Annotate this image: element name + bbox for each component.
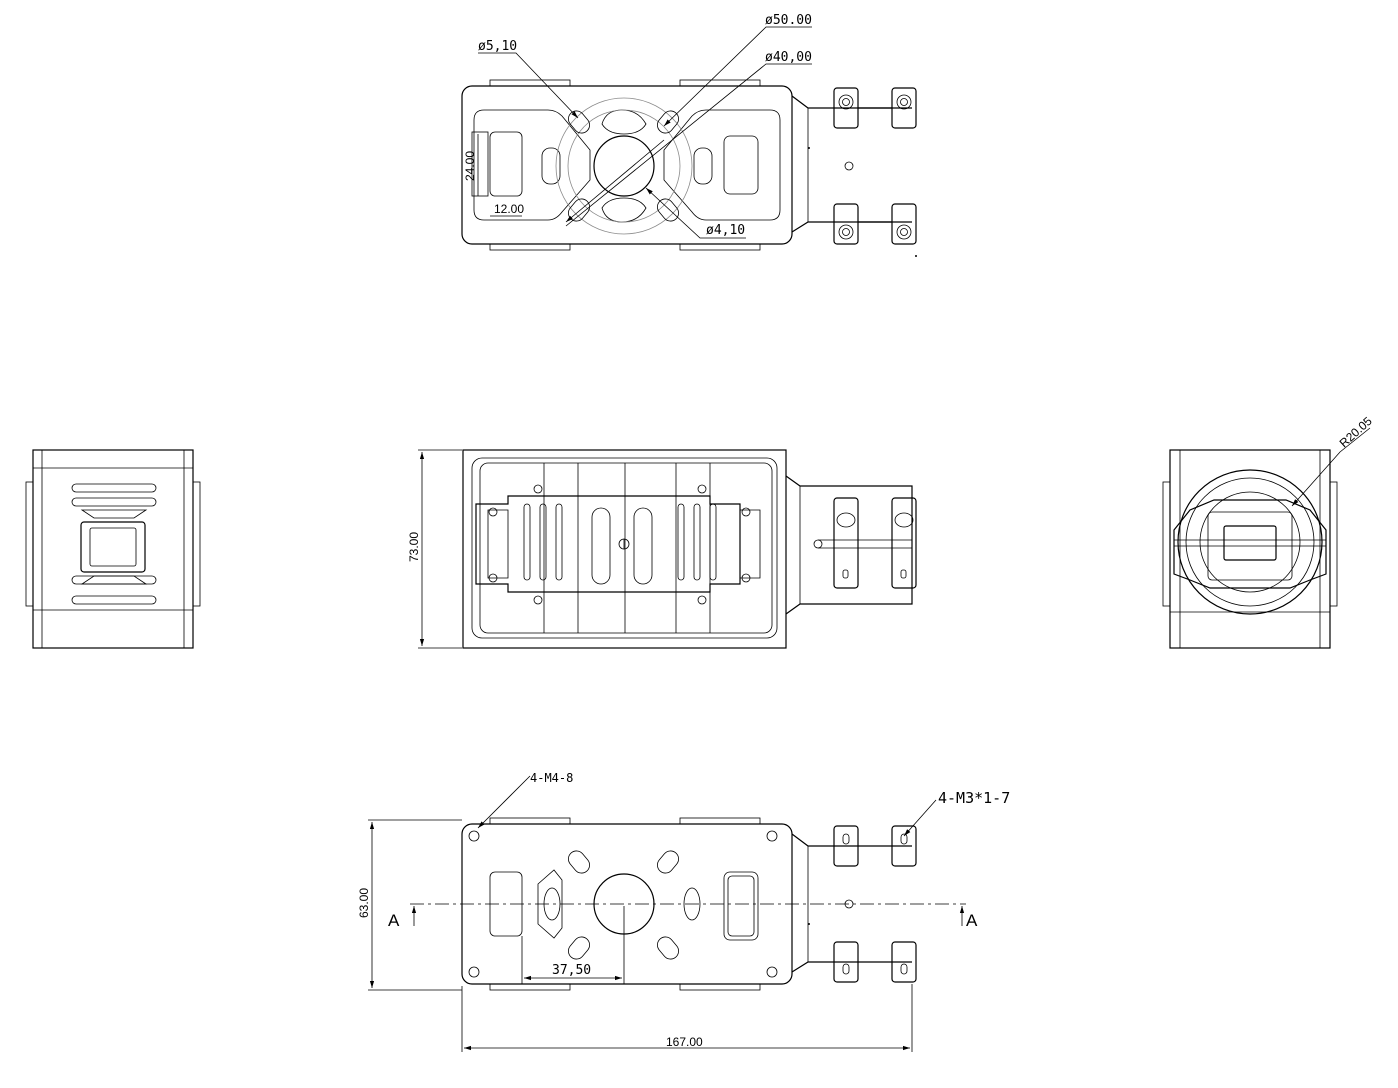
front-view: 73.00	[407, 449, 917, 649]
dim-front-height: 73.00	[407, 532, 421, 562]
bottom-view: A A 4-M4-8 4-M3*1-7 63.00 37,50 167.00	[357, 771, 1010, 1052]
circle-50	[555, 97, 693, 235]
thread-left: 4-M4-8	[530, 771, 573, 785]
dim-bottom-offset: 37,50	[552, 963, 591, 978]
dim-circle-inner: ø40,00	[765, 50, 812, 65]
top-view: ø5,10 ø50.00 ø40,00 ø4,10 24.00 12.00	[461, 13, 917, 257]
dim-hole-small: ø5,10	[478, 39, 517, 54]
dim-top-height: 24.00	[463, 151, 477, 181]
section-label-right: A	[966, 911, 978, 930]
left-side-view	[25, 449, 201, 649]
dim-bottom-height: 63.00	[357, 888, 371, 918]
dim-hole-tiny: ø4,10	[706, 223, 745, 238]
right-side-view: R20.05	[1162, 414, 1375, 649]
center-hole	[593, 135, 655, 197]
section-label-left: A	[388, 911, 400, 930]
dim-bottom-length: 167.00	[666, 1035, 703, 1049]
top-view-body	[461, 85, 793, 245]
thread-right: 4-M3*1-7	[938, 789, 1010, 807]
dim-circle-outer: ø50.00	[765, 13, 812, 28]
dim-radius: R20.05	[1337, 414, 1375, 451]
dim-top-width: 12.00	[494, 202, 524, 216]
